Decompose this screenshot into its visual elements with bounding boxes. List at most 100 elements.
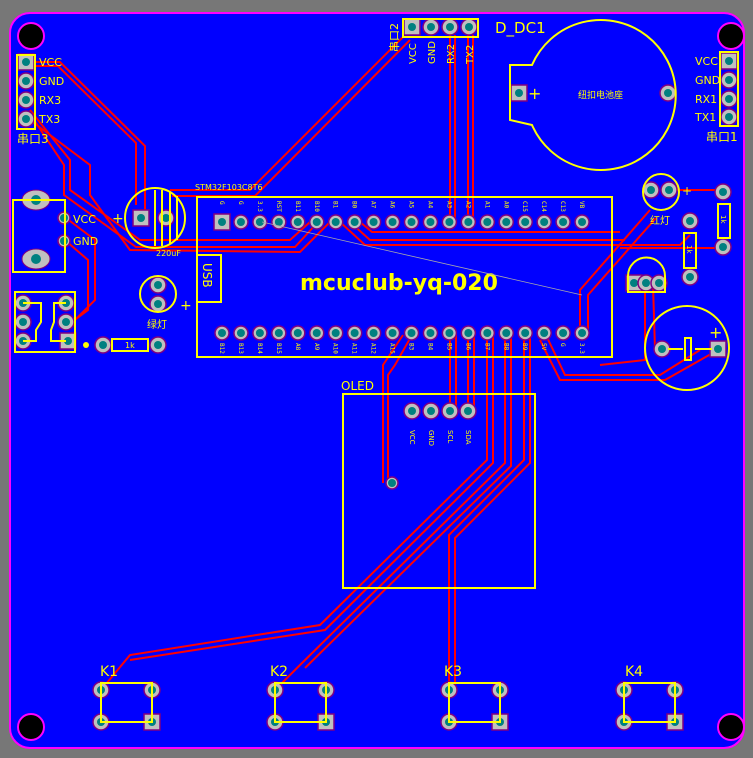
pad bbox=[709, 340, 727, 358]
capacitor-plus: + bbox=[112, 211, 124, 227]
mcu-pin-label-top: A5 bbox=[408, 201, 415, 209]
mcu-pin-bottom bbox=[384, 325, 401, 341]
mcu-pin-bottom bbox=[327, 325, 344, 341]
mcu-pin-label-top: G bbox=[237, 201, 244, 205]
mcu-pin-bottom bbox=[271, 325, 287, 341]
mcu-pin-bottom bbox=[555, 325, 571, 341]
pad bbox=[660, 181, 678, 199]
mcu-pin-label-bottom: G bbox=[559, 343, 566, 347]
mcu-pin-top bbox=[290, 214, 306, 230]
green-led-label: 绿灯 bbox=[147, 318, 167, 331]
mcu-pin-bottom bbox=[479, 325, 496, 341]
mounting-holes bbox=[17, 22, 745, 741]
mcu-pin-label-top: A2 bbox=[464, 201, 471, 209]
oled-label: OLED bbox=[341, 379, 374, 393]
mcu-pin-bottom bbox=[498, 325, 514, 341]
mcu-pin-bottom bbox=[536, 325, 552, 341]
mcu-pin-label-bottom: 3.3 bbox=[578, 343, 585, 354]
pad bbox=[132, 209, 150, 227]
mcu-pin-bottom bbox=[441, 325, 458, 341]
mcu-pin-label-bottom: A11 bbox=[351, 343, 358, 354]
pad bbox=[720, 71, 738, 89]
uart2-pin-vcc: VCC bbox=[408, 43, 419, 64]
pad bbox=[460, 18, 478, 36]
mcu-pin-label-bottom: B14 bbox=[256, 343, 263, 354]
mcu-module: USB STM32F103C8T6 mcuclub-yq-020 GB12GB1… bbox=[195, 183, 613, 358]
resistor-r3-value: 1k bbox=[685, 245, 693, 254]
key-k2: K2 bbox=[270, 664, 327, 723]
red-led-plus: + bbox=[682, 184, 692, 198]
mcu-pin-bottom bbox=[517, 325, 533, 341]
mcu-pin-top bbox=[271, 214, 287, 230]
mcu-pin-label-top: VB bbox=[578, 201, 585, 209]
pad bbox=[714, 183, 732, 201]
ratsnest-line bbox=[261, 221, 583, 296]
coin-battery-holder: D_DC1 + 纽扣电池座 bbox=[495, 19, 677, 171]
battery-label: 纽扣电池座 bbox=[578, 89, 623, 101]
key-k1: K1 bbox=[100, 664, 153, 723]
resistor-r2-value: 1k bbox=[719, 215, 727, 224]
mcu-pin-top bbox=[327, 214, 344, 230]
oled-module: OLED VCC GND SCL SDA bbox=[341, 379, 536, 589]
pad bbox=[57, 313, 75, 331]
mcu-pin-label-top: RST bbox=[275, 201, 282, 212]
capacitor-value: 220uF bbox=[156, 249, 181, 258]
key-k1-label: K1 bbox=[100, 664, 118, 680]
battery-ref: D_DC1 bbox=[495, 19, 546, 38]
mcu-pin-top bbox=[517, 214, 533, 230]
uart2-pin-tx: TX2 bbox=[465, 45, 476, 65]
mcu-pin-top bbox=[498, 214, 514, 230]
pad bbox=[659, 84, 677, 102]
pad bbox=[17, 91, 35, 109]
mcu-pin-bottom bbox=[214, 325, 230, 341]
mcu-pin-bottom bbox=[574, 325, 590, 341]
pad bbox=[17, 110, 35, 128]
mcu-pin-bottom bbox=[233, 325, 249, 341]
mcu-pin-label-bottom: A10 bbox=[332, 343, 339, 354]
mcu-pin-label-bottom: B3 bbox=[408, 343, 415, 351]
mcu-pin-bottom bbox=[252, 325, 268, 341]
pad bbox=[17, 72, 35, 90]
pad bbox=[149, 276, 167, 294]
mcu-pin-top bbox=[213, 213, 231, 231]
key-k3-label: K3 bbox=[444, 664, 462, 680]
uart1-pin-gnd: GND bbox=[695, 74, 720, 87]
green-led: + 绿灯 bbox=[139, 275, 192, 331]
battery-plus: + bbox=[528, 84, 541, 103]
mcu-pin-label-bottom: B13 bbox=[237, 343, 244, 354]
oled-pin-sda: SDA bbox=[464, 430, 472, 445]
traces bbox=[29, 35, 723, 691]
mcu-pin-bottom bbox=[422, 325, 439, 341]
key-k2-label: K2 bbox=[270, 664, 288, 680]
transistor bbox=[627, 256, 666, 293]
pad bbox=[650, 274, 668, 292]
uart3-pin-rx: RX3 bbox=[39, 94, 61, 107]
uart2-label: 串口2 bbox=[388, 23, 401, 52]
uart3-pin-tx: TX3 bbox=[38, 113, 60, 126]
uart1-pin-tx: TX1 bbox=[694, 111, 716, 124]
buzzer: + bbox=[644, 305, 730, 391]
pad bbox=[403, 18, 421, 36]
buzzer-plus: + bbox=[709, 323, 722, 342]
pad bbox=[157, 209, 175, 227]
mcu-pin-label-top: C15 bbox=[521, 201, 528, 212]
resistor-r1: 1k bbox=[83, 338, 149, 352]
mcu-pin-label-top: A3 bbox=[445, 201, 452, 209]
uart2-connector: 串口2 VCC GND RX2 TX2 bbox=[388, 18, 479, 65]
uart3-connector: VCC GND RX3 TX3 串口3 bbox=[16, 54, 64, 146]
mcu-pin-label-top: B11 bbox=[294, 201, 301, 212]
mcu-pin-label-top: C13 bbox=[559, 201, 566, 212]
uart1-pin-vcc: VCC bbox=[695, 55, 718, 68]
mcu-pin-top bbox=[422, 214, 439, 230]
mcu-pin-label-top: G bbox=[218, 201, 225, 205]
mcu-pin-label-top: A7 bbox=[370, 201, 377, 209]
mcu-pin-top bbox=[555, 214, 571, 230]
mcu-pin-bottom bbox=[365, 325, 382, 341]
oled-pin-scl: SCL bbox=[446, 430, 454, 443]
pad bbox=[17, 53, 35, 71]
mcu-pin-label-top: 3.3 bbox=[256, 201, 263, 212]
mcu-pin-top bbox=[403, 214, 420, 230]
pad bbox=[681, 268, 699, 286]
mcu-pin-label-bottom: B9 bbox=[521, 343, 528, 351]
pad bbox=[94, 336, 112, 354]
